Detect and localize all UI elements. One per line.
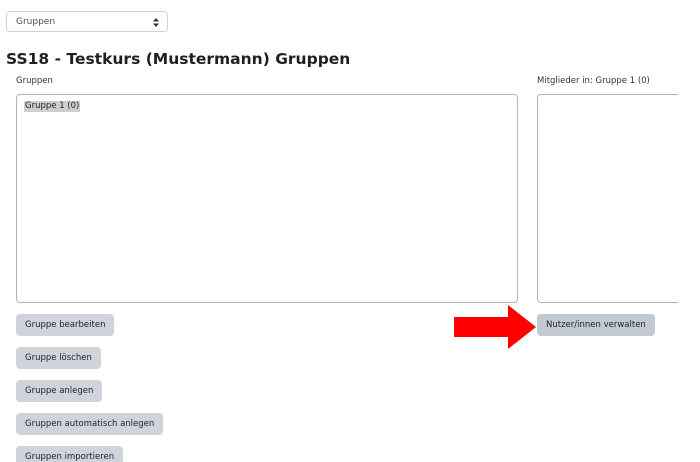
groups-label: Gruppen xyxy=(16,76,53,86)
auto-create-groups-button[interactable]: Gruppen automatisch anlegen xyxy=(16,413,164,435)
groups-listbox[interactable]: Gruppe 1 (0) xyxy=(16,94,518,303)
import-groups-button[interactable]: Gruppen importieren xyxy=(16,446,124,462)
select-value: Gruppen xyxy=(16,17,56,27)
delete-group-button[interactable]: Gruppe löschen xyxy=(16,347,101,369)
navigation-select[interactable]: Gruppen xyxy=(6,11,168,32)
create-group-button[interactable]: Gruppe anlegen xyxy=(16,380,103,402)
group-option[interactable]: Gruppe 1 (0) xyxy=(24,101,81,112)
page: Gruppen SS18 - Testkurs (Mustermann) Gru… xyxy=(6,11,678,462)
members-label: Mitglieder in: Gruppe 1 (0) xyxy=(537,76,650,86)
members-listbox[interactable] xyxy=(537,94,678,303)
manage-users-button[interactable]: Nutzer/innen verwalten xyxy=(537,314,655,336)
edit-group-button[interactable]: Gruppe bearbeiten xyxy=(16,314,115,336)
red-arrow-annotation xyxy=(454,305,536,349)
page-title: SS18 - Testkurs (Mustermann) Gruppen xyxy=(6,50,351,68)
sort-caret-icon xyxy=(153,18,159,27)
